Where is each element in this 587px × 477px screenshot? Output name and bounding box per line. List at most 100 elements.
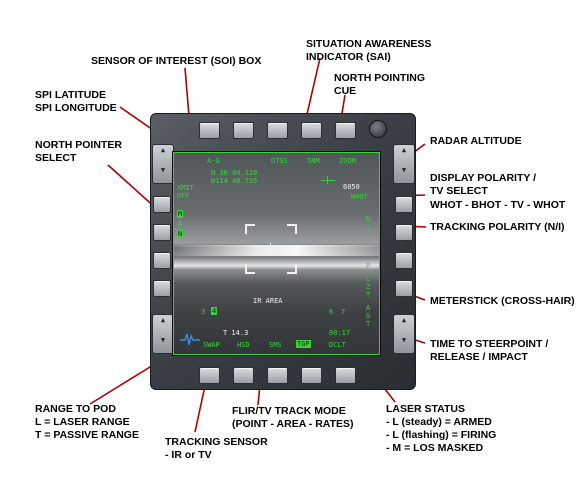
osb-right-col-1: P xyxy=(366,262,371,270)
digit-7: 7 xyxy=(341,308,346,316)
callout-range-3: T = PASSIVE RANGE xyxy=(35,429,139,441)
xmit-label: XMIT xyxy=(177,184,194,192)
callout-meterstick: METERSTICK (CROSS-HAIR) xyxy=(430,295,575,307)
osb-dclt[interactable]: DCLT xyxy=(329,341,346,349)
callout-spi-lat: SPI LATITUDE xyxy=(35,89,106,101)
time-to-steerpoint: 00:17 xyxy=(329,329,351,337)
track-gate-br-h xyxy=(287,272,297,274)
osb-right-1[interactable] xyxy=(395,196,413,213)
callout-laser-4: - M = LOS MASKED xyxy=(386,442,484,454)
tracking-polarity-n: N xyxy=(366,215,371,223)
track-gate-tr-v xyxy=(295,224,297,234)
rocker-right-bottom[interactable]: ▲▼ xyxy=(393,314,415,354)
osb-sms[interactable]: SMS xyxy=(269,341,282,349)
callout-laser-2: - L (steady) = ARMED xyxy=(386,416,492,428)
tracking-polarity-t: T xyxy=(366,226,371,234)
callout-tracking-sensor-1: TRACKING SENSOR xyxy=(165,436,268,448)
brightness-knob[interactable] xyxy=(369,120,387,138)
zoom-label: ZOOM xyxy=(339,157,356,165)
callout-tracking-polarity: TRACKING POLARITY (N/I) xyxy=(430,221,565,233)
north-pointer-select-3: N xyxy=(177,230,184,238)
callout-north-select-1: NORTH POINTER xyxy=(35,139,122,151)
callout-north-cue-1: NORTH POINTING xyxy=(334,72,425,84)
osb-right-2[interactable] xyxy=(395,224,413,241)
callout-flir-1: FLIR/TV TRACK MODE xyxy=(232,405,346,417)
osb-top-5[interactable] xyxy=(335,122,356,139)
north-pointer-select-2: A xyxy=(178,220,183,228)
osb-right-col-5: A xyxy=(366,304,371,312)
digit-6: 6 xyxy=(329,308,334,316)
callout-spi-lon: SPI LONGITUDE xyxy=(35,102,117,114)
track-gate-bl-v xyxy=(245,264,247,274)
dtgs-label: DTGS xyxy=(271,157,288,165)
callout-range-2: L = LASER RANGE xyxy=(35,416,130,428)
osb-left-4[interactable] xyxy=(153,280,171,297)
callout-polarity-1: DISPLAY POLARITY / xyxy=(430,172,536,184)
callout-steer-1: TIME TO STEERPOINT / xyxy=(430,338,549,350)
osb-right-3[interactable] xyxy=(395,252,413,269)
osb-right-col-2: C xyxy=(366,275,371,283)
radar-altitude: 6050 xyxy=(343,183,360,191)
display-polarity: WHOT xyxy=(351,193,368,201)
callout-sai-2: INDICATOR (SAI) xyxy=(306,51,391,63)
osb-right-4[interactable] xyxy=(395,280,413,297)
osb-left-2[interactable] xyxy=(153,224,171,241)
rocker-left-bottom[interactable]: ▲▼ xyxy=(152,314,174,354)
callout-north-cue-2: CUE xyxy=(334,85,357,97)
callout-soi-box: SENSOR OF INTEREST (SOI) BOX xyxy=(91,55,262,67)
crosshair-v xyxy=(270,243,271,255)
callout-steer-2: RELEASE / IMPACT xyxy=(430,351,528,363)
callout-polarity-2: TV SELECT xyxy=(430,185,488,197)
callout-laser-3: - L (flashing) = FIRING xyxy=(386,429,497,441)
fov-label: 5NM xyxy=(307,157,320,165)
osb-bottom-5[interactable] xyxy=(335,367,356,384)
callout-laser-1: LASER STATUS xyxy=(386,403,465,415)
osb-left-3[interactable] xyxy=(153,252,171,269)
osb-bottom-4[interactable] xyxy=(301,367,322,384)
track-mode: IR AREA xyxy=(253,297,283,305)
osb-tgp[interactable]: TGP xyxy=(296,340,311,348)
callout-sai-1: SITUATION AWARENESS xyxy=(306,38,432,50)
aircraft-symbol-icon xyxy=(180,333,200,346)
north-pointing-cue-stem xyxy=(327,176,328,184)
range-to-pod: T 14.3 xyxy=(223,329,249,337)
north-pointing-cue xyxy=(321,180,335,181)
track-gate-bl-h xyxy=(245,272,255,274)
osb-left-1[interactable] xyxy=(153,196,171,213)
osb-right-col-7: T xyxy=(366,320,371,328)
rocker-left-top[interactable]: ▲▼ xyxy=(152,144,174,184)
osb-right-col-4: T xyxy=(366,291,371,299)
rocker-right-top[interactable]: ▲▼ xyxy=(393,144,415,184)
osb-bottom-2[interactable] xyxy=(233,367,254,384)
osb-bottom-3[interactable] xyxy=(267,367,288,384)
osb-right-col-3: Z xyxy=(366,283,371,291)
xmit-state: OFF xyxy=(177,192,190,200)
digit-4: 4 xyxy=(211,307,218,315)
osb-top-2[interactable] xyxy=(233,122,254,139)
track-gate-tr-h xyxy=(287,224,297,226)
tgp-display: A-G DTGS 5NM ZOOM N 36 04.110 W114 48.73… xyxy=(172,151,381,356)
osb-top-4[interactable] xyxy=(301,122,322,139)
digit-3: 3 xyxy=(201,308,206,316)
soi-box xyxy=(173,152,380,355)
north-pointer-select-1: M xyxy=(177,210,184,218)
spi-latitude: N 36 04.110 xyxy=(211,169,258,177)
osb-hsd[interactable]: HSD xyxy=(237,341,250,349)
callout-flir-2: (POINT - AREA - RATES) xyxy=(232,418,354,430)
track-gate-tl-v xyxy=(245,224,247,234)
master-mode: A-G xyxy=(207,157,220,165)
callout-radar-alt: RADAR ALTITUDE xyxy=(430,135,522,147)
osb-top-1[interactable] xyxy=(199,122,220,139)
osb-right-col-6: G xyxy=(366,312,371,320)
crosshair-h xyxy=(265,248,277,249)
track-gate-br-v xyxy=(295,264,297,274)
osb-top-3[interactable] xyxy=(267,122,288,139)
osb-swap[interactable]: SWAP xyxy=(203,341,220,349)
osb-bottom-1[interactable] xyxy=(199,367,220,384)
track-gate-tl-h xyxy=(245,224,255,226)
terrain-glare xyxy=(173,245,380,256)
callout-range-1: RANGE TO POD xyxy=(35,403,116,415)
callout-polarity-3: WHOT - BHOT - TV - WHOT xyxy=(430,199,566,211)
callout-north-select-2: SELECT xyxy=(35,152,77,164)
callout-tracking-sensor-2: - IR or TV xyxy=(165,449,212,461)
